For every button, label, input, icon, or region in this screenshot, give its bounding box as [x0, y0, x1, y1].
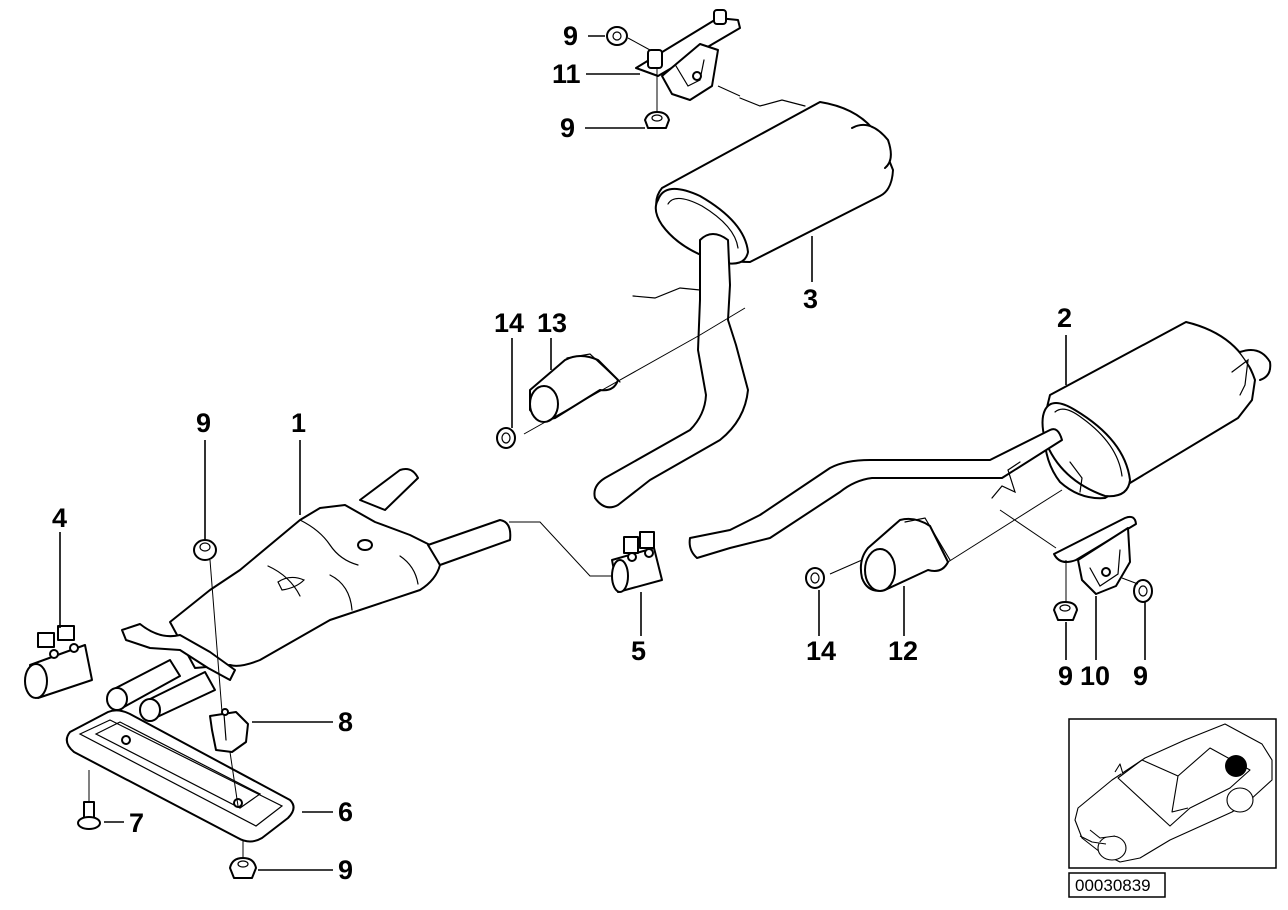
part-10-bracket[interactable] [1053, 515, 1137, 595]
callout-leaders [59, 35, 1146, 871]
part-9-nut-top-upper[interactable] [606, 26, 628, 46]
callout-9-bottom: 9 [338, 855, 353, 885]
part-11-bracket[interactable] [635, 9, 741, 101]
part-8-rubber-mounting[interactable] [209, 708, 249, 753]
callout-13: 13 [537, 308, 567, 338]
callout-2: 2 [1057, 303, 1072, 333]
part-14-nut-right[interactable] [805, 567, 825, 589]
part-9-nut-top-lower[interactable] [644, 111, 670, 129]
part-14-nut-upper[interactable] [496, 427, 516, 449]
part-9-nut-right-b[interactable] [1133, 579, 1153, 603]
part-5-pipe-clamp[interactable] [611, 531, 663, 593]
callout-12: 12 [888, 636, 918, 666]
part-9-nut-left-upper[interactable] [193, 539, 217, 561]
callout-9-left-upper: 9 [196, 408, 211, 438]
part-13-tailpipe-trim[interactable] [529, 353, 621, 423]
callout-14-upper: 14 [494, 308, 524, 338]
assembly-lines [88, 37, 1139, 858]
part-9-nut-right-a[interactable] [1053, 601, 1078, 621]
callout-9-top-upper: 9 [563, 21, 578, 51]
callout-10: 10 [1080, 661, 1110, 691]
callout-7: 7 [129, 808, 144, 838]
drawing-number-box: 00030839 [1068, 872, 1166, 898]
callout-14-right: 14 [806, 636, 836, 666]
callout-6: 6 [338, 797, 353, 827]
part-12-tailpipe-trim[interactable] [859, 517, 951, 592]
location-marker-icon [1225, 755, 1247, 777]
callout-9-right-a: 9 [1058, 661, 1073, 691]
callout-11: 11 [552, 59, 581, 89]
callout-9-top-lower: 9 [560, 113, 575, 143]
callout-5: 5 [631, 636, 646, 666]
callout-labels: 1 2 3 4 5 6 7 8 9 9 9 9 9 9 10 11 12 13 … [52, 21, 1148, 885]
part-4-pipe-clamp[interactable] [24, 625, 93, 699]
callout-8: 8 [338, 707, 353, 737]
drawing-number: 00030839 [1075, 876, 1151, 895]
callout-1: 1 [291, 408, 306, 438]
part-6-heat-shield[interactable] [65, 709, 295, 843]
part-9-nut-bottom[interactable] [229, 857, 257, 879]
part-3-rear-silencer-left[interactable] [593, 97, 894, 509]
callout-9-right-b: 9 [1133, 661, 1148, 691]
part-2-rear-silencer-right[interactable] [688, 321, 1272, 559]
part-1-front-silencer[interactable] [106, 468, 512, 722]
callout-4: 4 [52, 503, 67, 533]
callout-3: 3 [803, 284, 818, 314]
part-7-bolt[interactable] [77, 801, 101, 830]
car-outline-icon [1074, 723, 1273, 863]
vehicle-location-inset [1068, 718, 1277, 869]
